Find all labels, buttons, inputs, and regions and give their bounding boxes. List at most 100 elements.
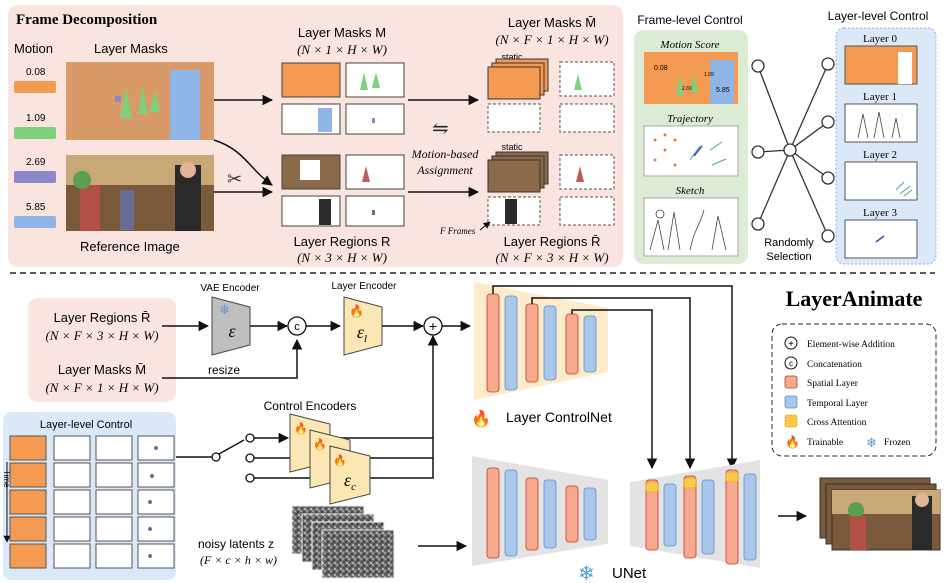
legend-temporal: Temporal Layer xyxy=(807,399,869,409)
switch-pivot xyxy=(211,452,221,462)
arrow-controlnet-to-unet-2 xyxy=(531,297,696,470)
randomly-selection-2: Selection xyxy=(766,251,811,263)
card-motion-score-title: Motion Score xyxy=(659,39,719,51)
layer-encoder-fire-icon: 🔥 xyxy=(349,304,364,318)
legend-fire-icon: 🔥 xyxy=(785,435,800,449)
layer-level-control-panel xyxy=(835,27,937,265)
regions-r-title: Layer Regions R xyxy=(294,234,391,249)
static-label-1: static xyxy=(501,52,523,62)
control-encoder-3 xyxy=(329,445,371,505)
masks-m-title: Layer Masks M xyxy=(298,25,386,40)
masks-m-grid xyxy=(281,62,405,135)
assignment-label-2: Assignment xyxy=(416,163,473,177)
layer-2-label: Layer 2 xyxy=(863,149,897,161)
legend-add-plus: + xyxy=(788,339,794,350)
regions-r-grid xyxy=(281,154,405,227)
unet-snowflake-icon: ❄ xyxy=(578,561,595,583)
control-encoder-symbol: εc xyxy=(344,470,356,493)
brand-title: LayerAnimate xyxy=(786,286,923,311)
layer-encoder-symbol: εl xyxy=(357,322,367,345)
layer-2-thumb xyxy=(844,161,918,201)
legend-frozen: Frozen xyxy=(884,438,911,448)
arrow-control-to-add xyxy=(370,334,439,479)
layer-controlnet-label: Layer ControlNet xyxy=(506,409,612,425)
layer-masks-label: Layer Masks xyxy=(94,41,168,56)
regions-rbar-stack xyxy=(487,151,615,226)
controlnet-fire-icon: 🔥 xyxy=(471,409,491,428)
motion-swatch-1 xyxy=(14,127,56,139)
f-frames-label: F Frames xyxy=(439,226,476,236)
motion-swatch-0 xyxy=(14,81,56,93)
layer-1-label: Layer 1 xyxy=(863,91,897,103)
legend-cross-attention-icon xyxy=(784,414,798,428)
layer-1-sketch xyxy=(857,111,901,139)
input-masks-label: Layer Masks M̄ xyxy=(58,362,146,377)
card-sketch-title: Sketch xyxy=(676,185,705,197)
legend-concat-icon xyxy=(784,356,798,370)
layer-encoder-block xyxy=(343,296,383,356)
bottom-control-grid xyxy=(9,435,175,569)
switch-terminal-3 xyxy=(245,473,255,483)
noisy-latents-stack xyxy=(291,505,395,579)
input-masks-dims: (N × F × 1 × H × W) xyxy=(45,380,158,395)
vae-encoder-block xyxy=(211,296,251,356)
bottom-layer-control-title: Layer-level Control xyxy=(40,419,132,431)
masks-m-dims: (N × 1 × H × W) xyxy=(297,42,387,57)
randomly-selection-1: Randomly xyxy=(764,237,814,249)
control-encoders-label: Control Encoders xyxy=(264,399,357,413)
output-frames xyxy=(819,477,941,551)
control-encoder-fire-2: 🔥 xyxy=(313,438,327,451)
control-encoder-symbol-sub: c xyxy=(351,481,356,493)
static-label-2: static xyxy=(501,142,523,152)
input-regions-label: Layer Regions R̄ xyxy=(54,310,151,325)
legend-snowflake-icon: ❄ xyxy=(866,436,877,451)
motion-value-1: 1.09 xyxy=(26,113,46,124)
layer-level-control-title: Layer-level Control xyxy=(828,9,929,23)
input-regions-dims: (N × F × 3 × H × W) xyxy=(45,328,158,343)
unet-decoder-blocks xyxy=(645,469,757,565)
motion-value-3: 5.85 xyxy=(26,202,46,213)
sort-icon: ⇋ xyxy=(432,116,449,140)
trajectory-card xyxy=(643,125,739,177)
noisy-latents-dims: (F × c × h × w) xyxy=(200,553,277,567)
arrow-controlnet-to-unet-1 xyxy=(492,285,738,470)
score-value-1: 1.09 xyxy=(704,72,714,78)
motion-value-2: 2.69 xyxy=(26,157,46,168)
arrow-masks-to-concat xyxy=(162,338,303,379)
input-panel xyxy=(28,298,176,402)
motion-value-0: 0.08 xyxy=(26,67,46,78)
assignment-label-1: Motion-based xyxy=(411,147,480,161)
layer-3-trajectory xyxy=(875,235,885,243)
layer-masks-image xyxy=(66,62,214,140)
score-value-0: 0.08 xyxy=(654,65,668,72)
score-value-2: 2.69 xyxy=(682,86,692,92)
legend-trainable: Trainable xyxy=(807,438,843,448)
f-frames-pointer xyxy=(479,221,491,231)
scissors-icon: ✂ xyxy=(227,169,242,190)
switch-lever xyxy=(218,439,245,455)
regions-rbar-title: Layer Regions R̄ xyxy=(504,234,601,249)
sketch-card xyxy=(643,197,739,257)
legend-temporal-icon xyxy=(784,395,798,409)
legend-addition: Element-wise Addition xyxy=(807,340,895,350)
motion-legend: 0.08 1.09 2.69 5.85 xyxy=(14,67,56,228)
legend-box xyxy=(771,323,937,457)
control-encoder-fire-1: 🔥 xyxy=(294,422,308,435)
regions-r-dims: (N × 3 × H × W) xyxy=(297,250,387,265)
score-value-3: 5.85 xyxy=(716,87,730,94)
unet-label: UNet xyxy=(612,565,647,582)
masks-mbar-dims: (N × F × 1 × H × W) xyxy=(495,32,608,47)
masks-mbar-stack xyxy=(487,58,615,133)
noisy-latents-label: noisy latents z xyxy=(198,537,274,551)
layer-0-label: Layer 0 xyxy=(863,33,897,45)
arrow-controlnet-to-unet-3 xyxy=(571,309,658,470)
vae-encoder-label: VAE Encoder xyxy=(200,283,260,294)
layer-encoder-label: Layer Encoder xyxy=(331,281,397,292)
layer-3-label: Layer 3 xyxy=(863,207,897,219)
vae-snowflake-icon: ❄ xyxy=(219,303,230,318)
frame-level-control-title: Frame-level Control xyxy=(637,13,742,27)
legend-add-icon xyxy=(784,336,798,350)
regions-rbar-dims: (N × F × 3 × H × W) xyxy=(495,250,608,265)
legend-concatenation: Concatenation xyxy=(807,360,862,370)
